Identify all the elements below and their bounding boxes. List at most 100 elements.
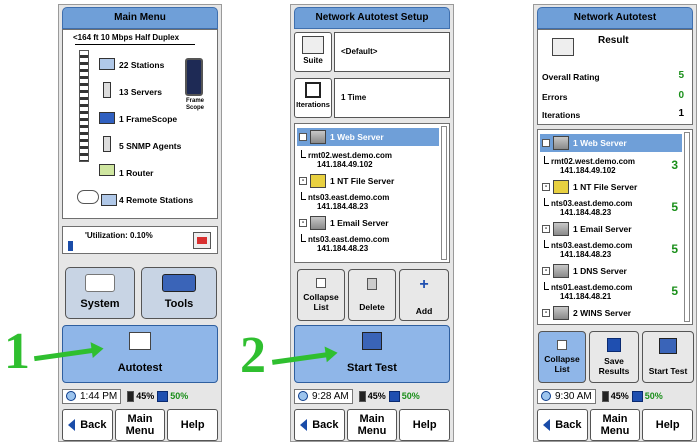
utilization-text: 'Utilization: 0.10%: [85, 231, 153, 240]
main-menu-button[interactable]: Main Menu: [589, 409, 641, 441]
collapse-toggle[interactable]: -: [542, 225, 550, 233]
tree-item-web-server[interactable]: -1 Web Server: [297, 128, 439, 146]
server-icon: [103, 82, 111, 98]
start-test-icon: [362, 332, 382, 350]
collapse-toggle[interactable]: -: [542, 267, 550, 275]
help-button[interactable]: Help: [399, 409, 451, 441]
autotest-result-screen: Network Autotest Result Overall Rating 5…: [533, 4, 697, 442]
step-1-number: 1: [4, 323, 30, 380]
clock-icon: [298, 391, 308, 401]
result-tree: -1 Web Server rmt02.west.demo.com 141.18…: [537, 129, 693, 325]
tree-ip: 141.184.49.102: [560, 166, 616, 175]
back-button[interactable]: Back: [294, 409, 345, 441]
back-button[interactable]: Back: [537, 409, 588, 441]
status-bar: 1:44 PM 45% 50%: [62, 388, 218, 404]
save-results-button[interactable]: Save Results: [589, 331, 639, 383]
collapse-toggle[interactable]: -: [299, 177, 307, 185]
clock-icon: [66, 391, 76, 401]
suite-button[interactable]: Suite: [294, 32, 332, 72]
screen-title: Network Autotest Setup: [294, 7, 450, 29]
graph-icon[interactable]: [193, 232, 211, 249]
start-test-button[interactable]: Start Test: [294, 325, 450, 383]
collapse-list-button[interactable]: Collapse List: [297, 269, 345, 321]
system-label: System: [80, 298, 120, 310]
hub-icon: [79, 50, 89, 162]
clock[interactable]: 9:28 AM: [294, 388, 353, 404]
web-server-icon: [310, 130, 326, 144]
collapse-toggle[interactable]: -: [542, 139, 550, 147]
tools-button[interactable]: Tools: [141, 267, 217, 319]
router-icon: [99, 164, 115, 176]
collapse-toggle[interactable]: -: [299, 133, 307, 141]
tree-host: nts03.east.demo.com: [301, 234, 389, 244]
tree-item-email-server[interactable]: -1 Email Server: [299, 216, 389, 230]
email-server-icon: [310, 216, 326, 230]
snmp-agent-icon: [103, 136, 111, 152]
device-snmp-agents[interactable]: 5 SNMP Agents: [119, 141, 182, 151]
start-test-button[interactable]: Start Test: [642, 331, 694, 383]
tree-item-file-server[interactable]: - 1 NT File Server: [299, 174, 394, 188]
remote-station-icon: [101, 194, 117, 206]
tree-scrollbar[interactable]: [441, 126, 447, 260]
delete-button[interactable]: Delete: [348, 269, 396, 321]
back-arrow-icon: [300, 419, 308, 431]
clock[interactable]: 9:30 AM: [537, 388, 596, 404]
iterations-button[interactable]: Iterations: [294, 78, 332, 118]
autotest-button[interactable]: Autotest: [62, 325, 218, 383]
device-router[interactable]: 1 Router: [119, 168, 154, 178]
add-button[interactable]: +Add: [399, 269, 449, 321]
tree-item-web-server[interactable]: -1 Web Server: [540, 134, 682, 152]
device-remote-stations[interactable]: 4 Remote Stations: [119, 195, 194, 205]
tree-item-label: 1 Email Server: [573, 224, 632, 234]
battery-icon: [358, 390, 366, 402]
tree-item-label: 1 NT File Server: [573, 182, 638, 192]
iterations-value[interactable]: 1 Time: [334, 78, 450, 118]
tree-host: nts01.east.demo.com: [544, 282, 632, 292]
tree-host: rmt02.west.demo.com: [544, 156, 635, 166]
result-heading: Result: [598, 35, 629, 46]
device-stations[interactable]: 22 Stations: [119, 60, 165, 70]
clock[interactable]: 1:44 PM: [62, 388, 122, 404]
collapse-toggle[interactable]: -: [542, 183, 550, 191]
suite-value[interactable]: <Default>: [334, 32, 450, 72]
device-servers[interactable]: 13 Servers: [119, 87, 163, 97]
iterations-label: Iterations: [296, 100, 330, 109]
collapse-toggle[interactable]: -: [299, 219, 307, 227]
bottom-nav: Back Main Menu Help: [537, 409, 694, 441]
disk-level: 50%: [401, 391, 420, 401]
collapse-list-button[interactable]: Collapse List: [538, 331, 586, 383]
help-button[interactable]: Help: [167, 409, 219, 441]
back-button[interactable]: Back: [62, 409, 113, 441]
main-menu-button[interactable]: Main Menu: [346, 409, 398, 441]
collapse-toggle[interactable]: -: [542, 309, 550, 317]
utilization-panel[interactable]: 'Utilization: 0.10%: [62, 226, 218, 254]
file-server-icon: [310, 174, 326, 188]
add-label: Add: [415, 306, 433, 316]
tree-item-label: 1 DNS Server: [573, 266, 627, 276]
iterations-label: Iterations: [542, 110, 581, 120]
clock-time: 1:44 PM: [80, 390, 118, 402]
tree-item-label: 1 NT File Server: [330, 176, 395, 186]
system-button[interactable]: System: [65, 267, 135, 319]
tree-host: nts03.east.demo.com: [544, 198, 632, 208]
back-arrow-icon: [543, 419, 551, 431]
tree-item-file-server[interactable]: - 1 NT File Server: [542, 180, 637, 194]
tree-item-dns-server[interactable]: - 1 DNS Server: [542, 264, 627, 278]
battery-icon: [127, 390, 135, 402]
help-button[interactable]: Help: [642, 409, 694, 441]
tree-item-wins-server[interactable]: -2 WINS Server: [542, 306, 631, 320]
dns-server-icon: [553, 264, 569, 278]
start-test-icon: [659, 338, 677, 354]
device-framescope[interactable]: 1 FrameScope: [119, 114, 178, 124]
disk-icon: [631, 390, 643, 402]
tree-scrollbar[interactable]: [684, 132, 690, 322]
tree-ip: 141.184.48.23: [560, 250, 612, 259]
network-discovery-panel: <164 ft 10 Mbps Half Duplex Frame Scope …: [62, 29, 218, 219]
battery-level: 45%: [610, 391, 629, 401]
tree-item-email-server[interactable]: - 1 Email Server: [542, 222, 632, 236]
screen-title: Main Menu: [62, 7, 218, 29]
save-icon: [607, 338, 621, 352]
framescope-icon: [99, 112, 115, 124]
main-menu-button[interactable]: Main Menu: [114, 409, 166, 441]
main-menu-screen: Main Menu <164 ft 10 Mbps Half Duplex Fr…: [58, 4, 222, 442]
